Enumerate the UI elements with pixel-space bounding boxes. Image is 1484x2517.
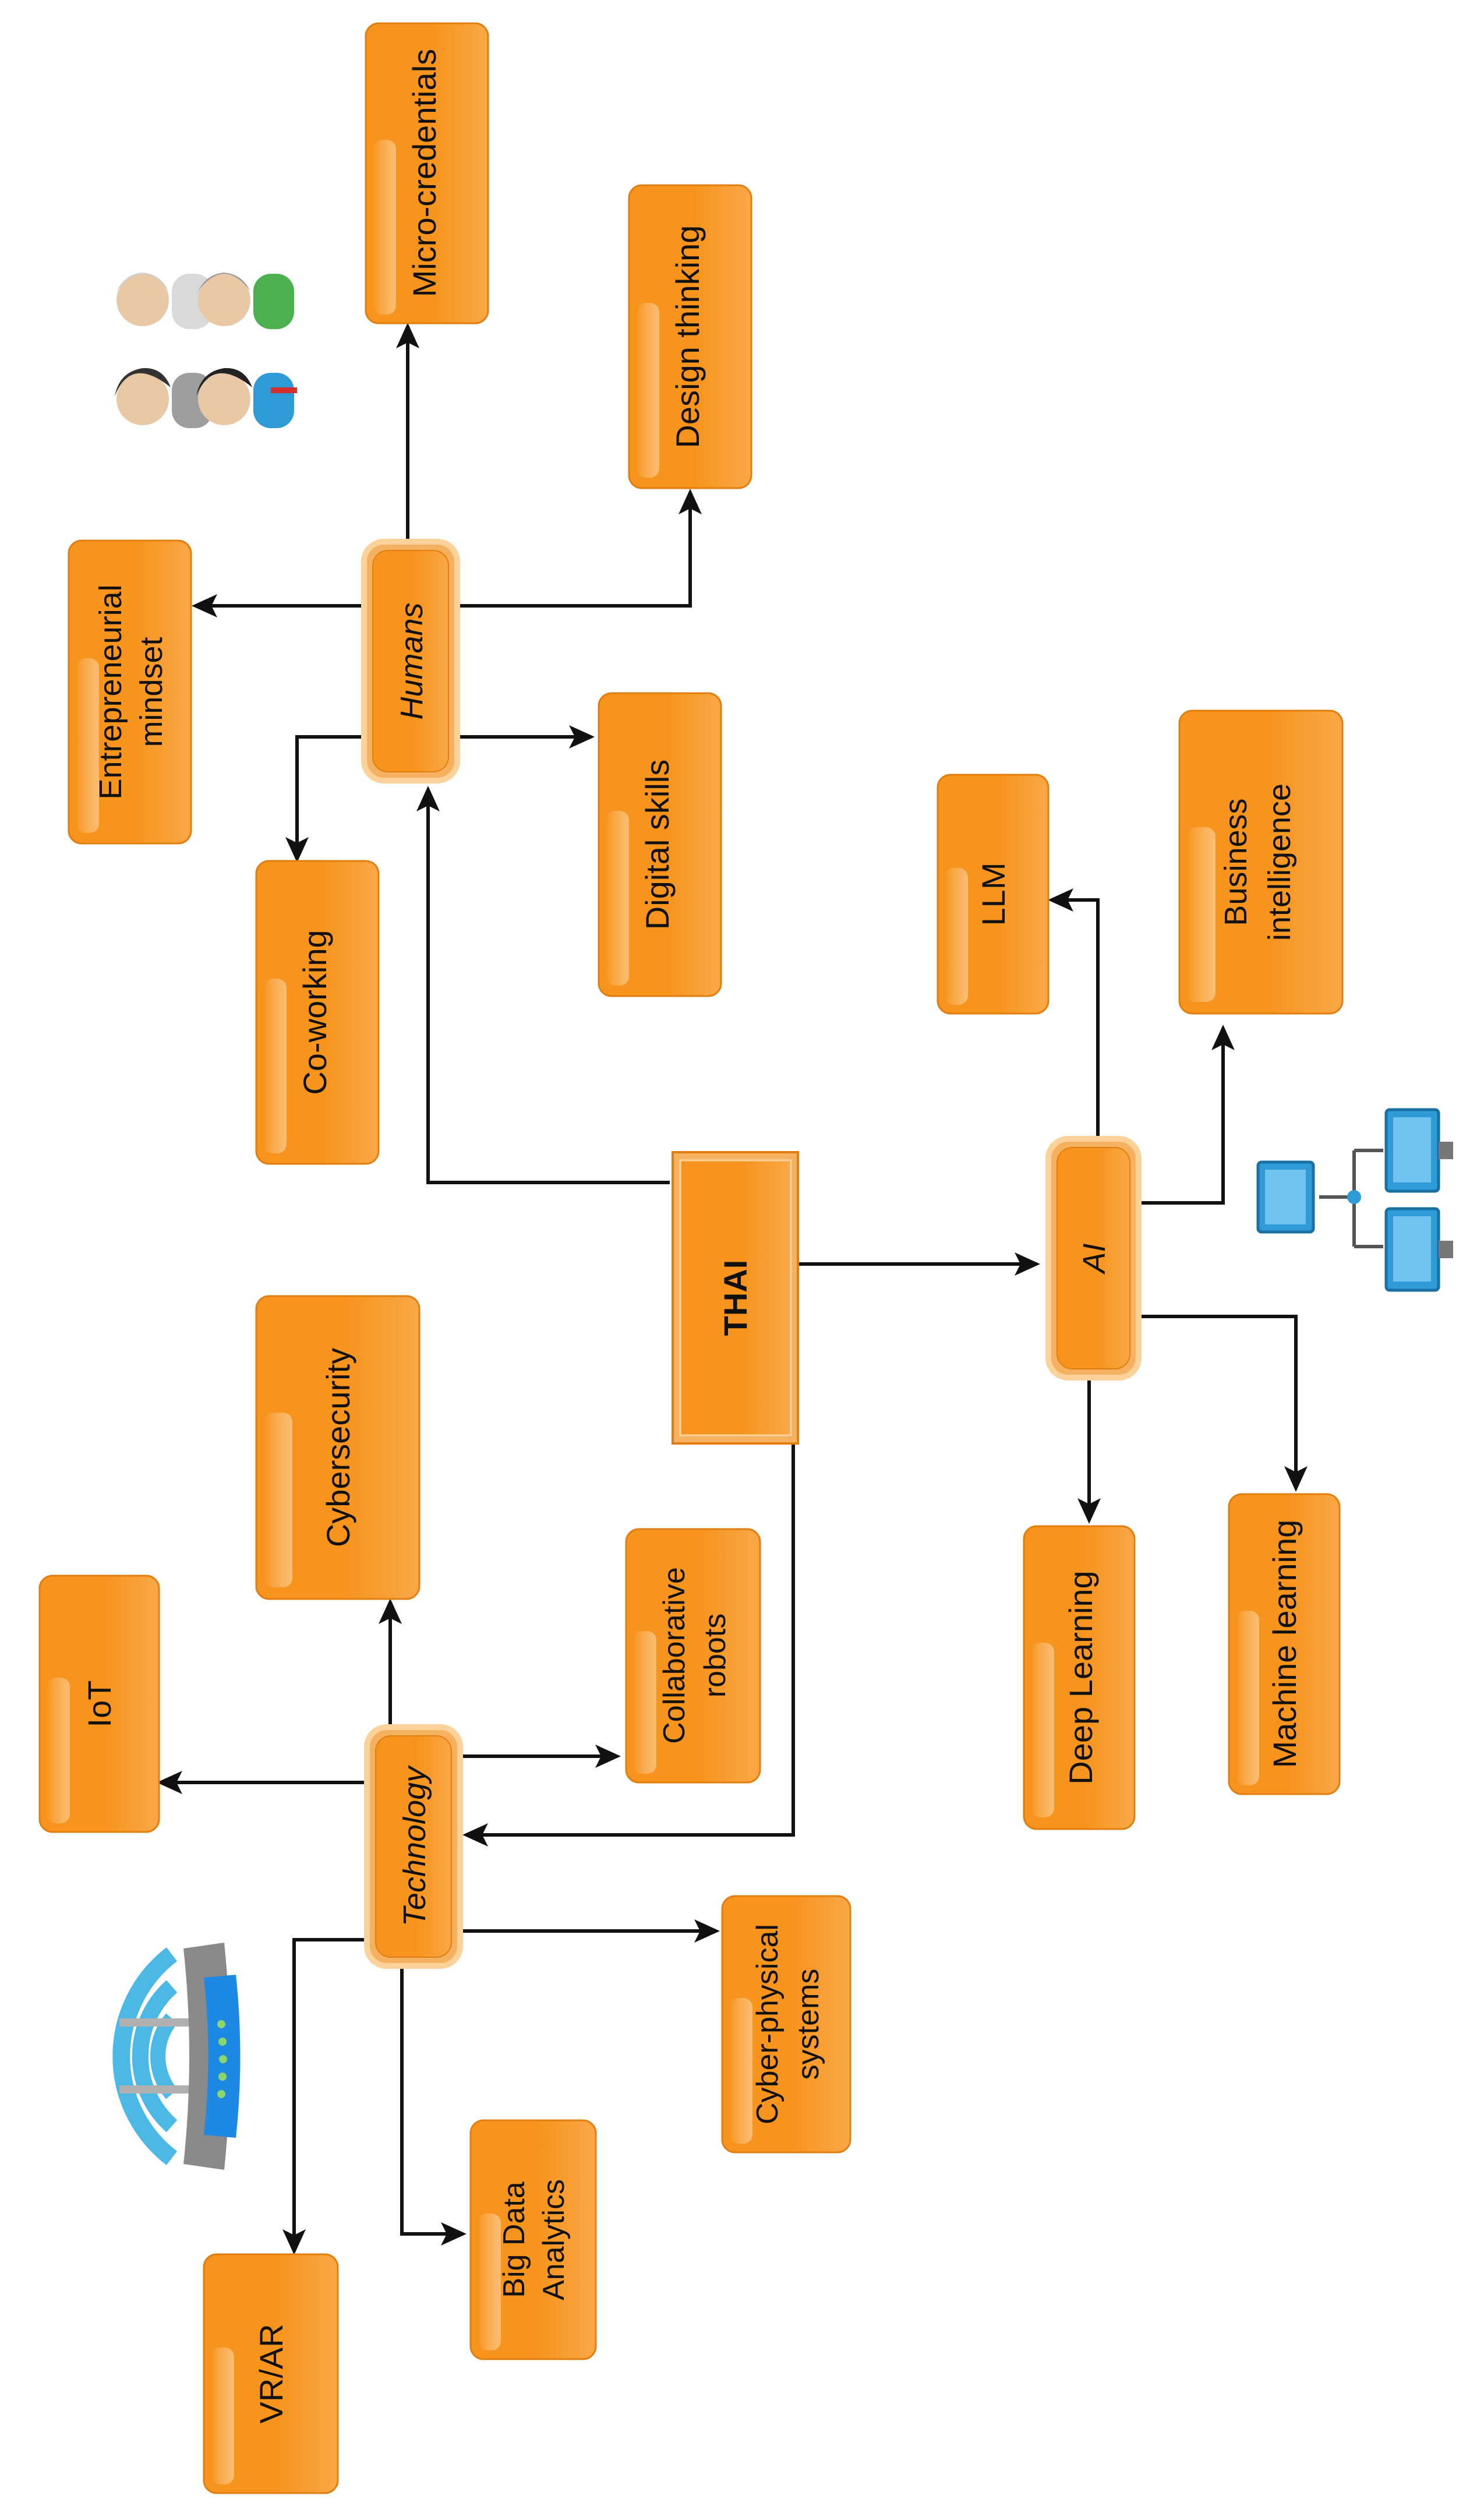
box-cyber-physical-systems: Cyber-physical systems (721, 1895, 851, 2154)
box-humans: Humans (361, 539, 460, 783)
iot-label: IoT (81, 1681, 118, 1728)
box-machine-learning: Machine learning (1228, 1493, 1341, 1795)
arrow-technology-bigdata (400, 1966, 467, 2246)
box-vr-ar: VR/AR (203, 2253, 339, 2494)
box-micro-credentials: Micro-credentials (365, 22, 489, 324)
llm-label: LLM (975, 863, 1012, 926)
arrow-ai-business (1133, 1025, 1235, 1205)
big-data-label: Big Data (497, 2181, 531, 2298)
systems-label: systems (792, 1969, 825, 2080)
robots-label: robots (698, 1614, 732, 1698)
computer-network-icon (1256, 1108, 1453, 1292)
design-thinking-label: Design thinking (669, 225, 706, 449)
deep-learning-label: Deep Learning (1062, 1570, 1099, 1784)
collaborative-label: Collaborative (658, 1567, 691, 1744)
ai-label: AI (1077, 1243, 1112, 1275)
arrow-technology-vrar (282, 1938, 367, 2255)
cyber-physical-label: Cyber-physical (751, 1924, 785, 2124)
intelligence-label: intelligence (1262, 783, 1297, 941)
connectors (157, 323, 1308, 2255)
box-iot: IoT (38, 1575, 160, 1833)
machine-learning-label: Machine learning (1266, 1520, 1303, 1768)
digital-skills-label: Digital skills (639, 760, 676, 930)
box-technology: Technology (364, 1724, 463, 1969)
people-group-icon (115, 273, 297, 428)
arrow-ai-llm (1048, 888, 1100, 1139)
box-entrepreneurial-mindset: Entrepreneurial mindset (68, 539, 192, 845)
arrow-center-technology (462, 1439, 795, 1847)
arrow-humans-coworking (285, 735, 367, 863)
business-label: Business (1218, 798, 1253, 926)
analytics-label: Analytics (537, 2179, 571, 2300)
box-big-data-analytics: Big Data Analytics (469, 2119, 597, 2360)
thai-label: THAI (717, 1260, 754, 1336)
box-digital-skills: Digital skills (598, 692, 722, 997)
cybersecurity-label: Cybersecurity (320, 1348, 356, 1547)
box-business-intelligence: Business intelligence (1178, 709, 1344, 1015)
box-co-working: Co-working (255, 860, 380, 1165)
box-llm: LLM (937, 774, 1050, 1015)
co-working-label: Co-working (296, 930, 333, 1095)
box-ai: AI (1045, 1136, 1142, 1381)
box-design-thinking: Design thinking (628, 184, 752, 489)
humans-label: Humans (394, 602, 429, 719)
mindset-label: mindset (134, 637, 169, 747)
entrepreneurial-label: Entrepreneurial (93, 584, 128, 799)
arrow-center-humans (416, 786, 670, 1184)
arrow-humans-design-thinking (454, 489, 702, 608)
box-collaborative-robots: Collaborative robots (625, 1528, 761, 1784)
vr-ar-label: VR/AR (253, 2324, 289, 2423)
arrow-ai-machine-learning (1133, 1315, 1308, 1492)
box-thai-center: THAI (672, 1151, 799, 1445)
wifi-router-icon (112, 1943, 241, 2170)
technology-label: Technology (397, 1765, 432, 1926)
box-cybersecurity: Cybersecurity (255, 1295, 421, 1600)
box-deep-learning: Deep Learning (1023, 1525, 1136, 1830)
micro-credentials-label: Micro-credentials (406, 49, 443, 297)
